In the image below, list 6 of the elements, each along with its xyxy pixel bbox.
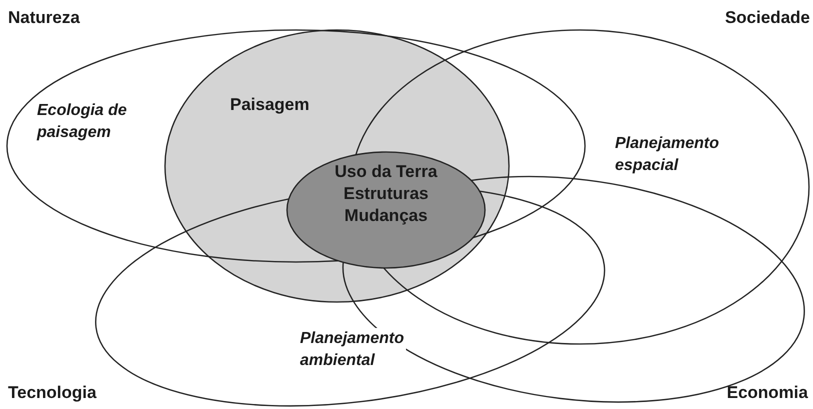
set-title: Natureza (8, 7, 81, 29)
set-title: Tecnologia (8, 382, 98, 404)
region-label: Uso da Terra Estruturas Mudanças (334, 161, 438, 228)
set-title: Sociedade (724, 7, 810, 29)
region-label: Paisagem (230, 94, 310, 116)
set-title: Economia (726, 382, 808, 404)
